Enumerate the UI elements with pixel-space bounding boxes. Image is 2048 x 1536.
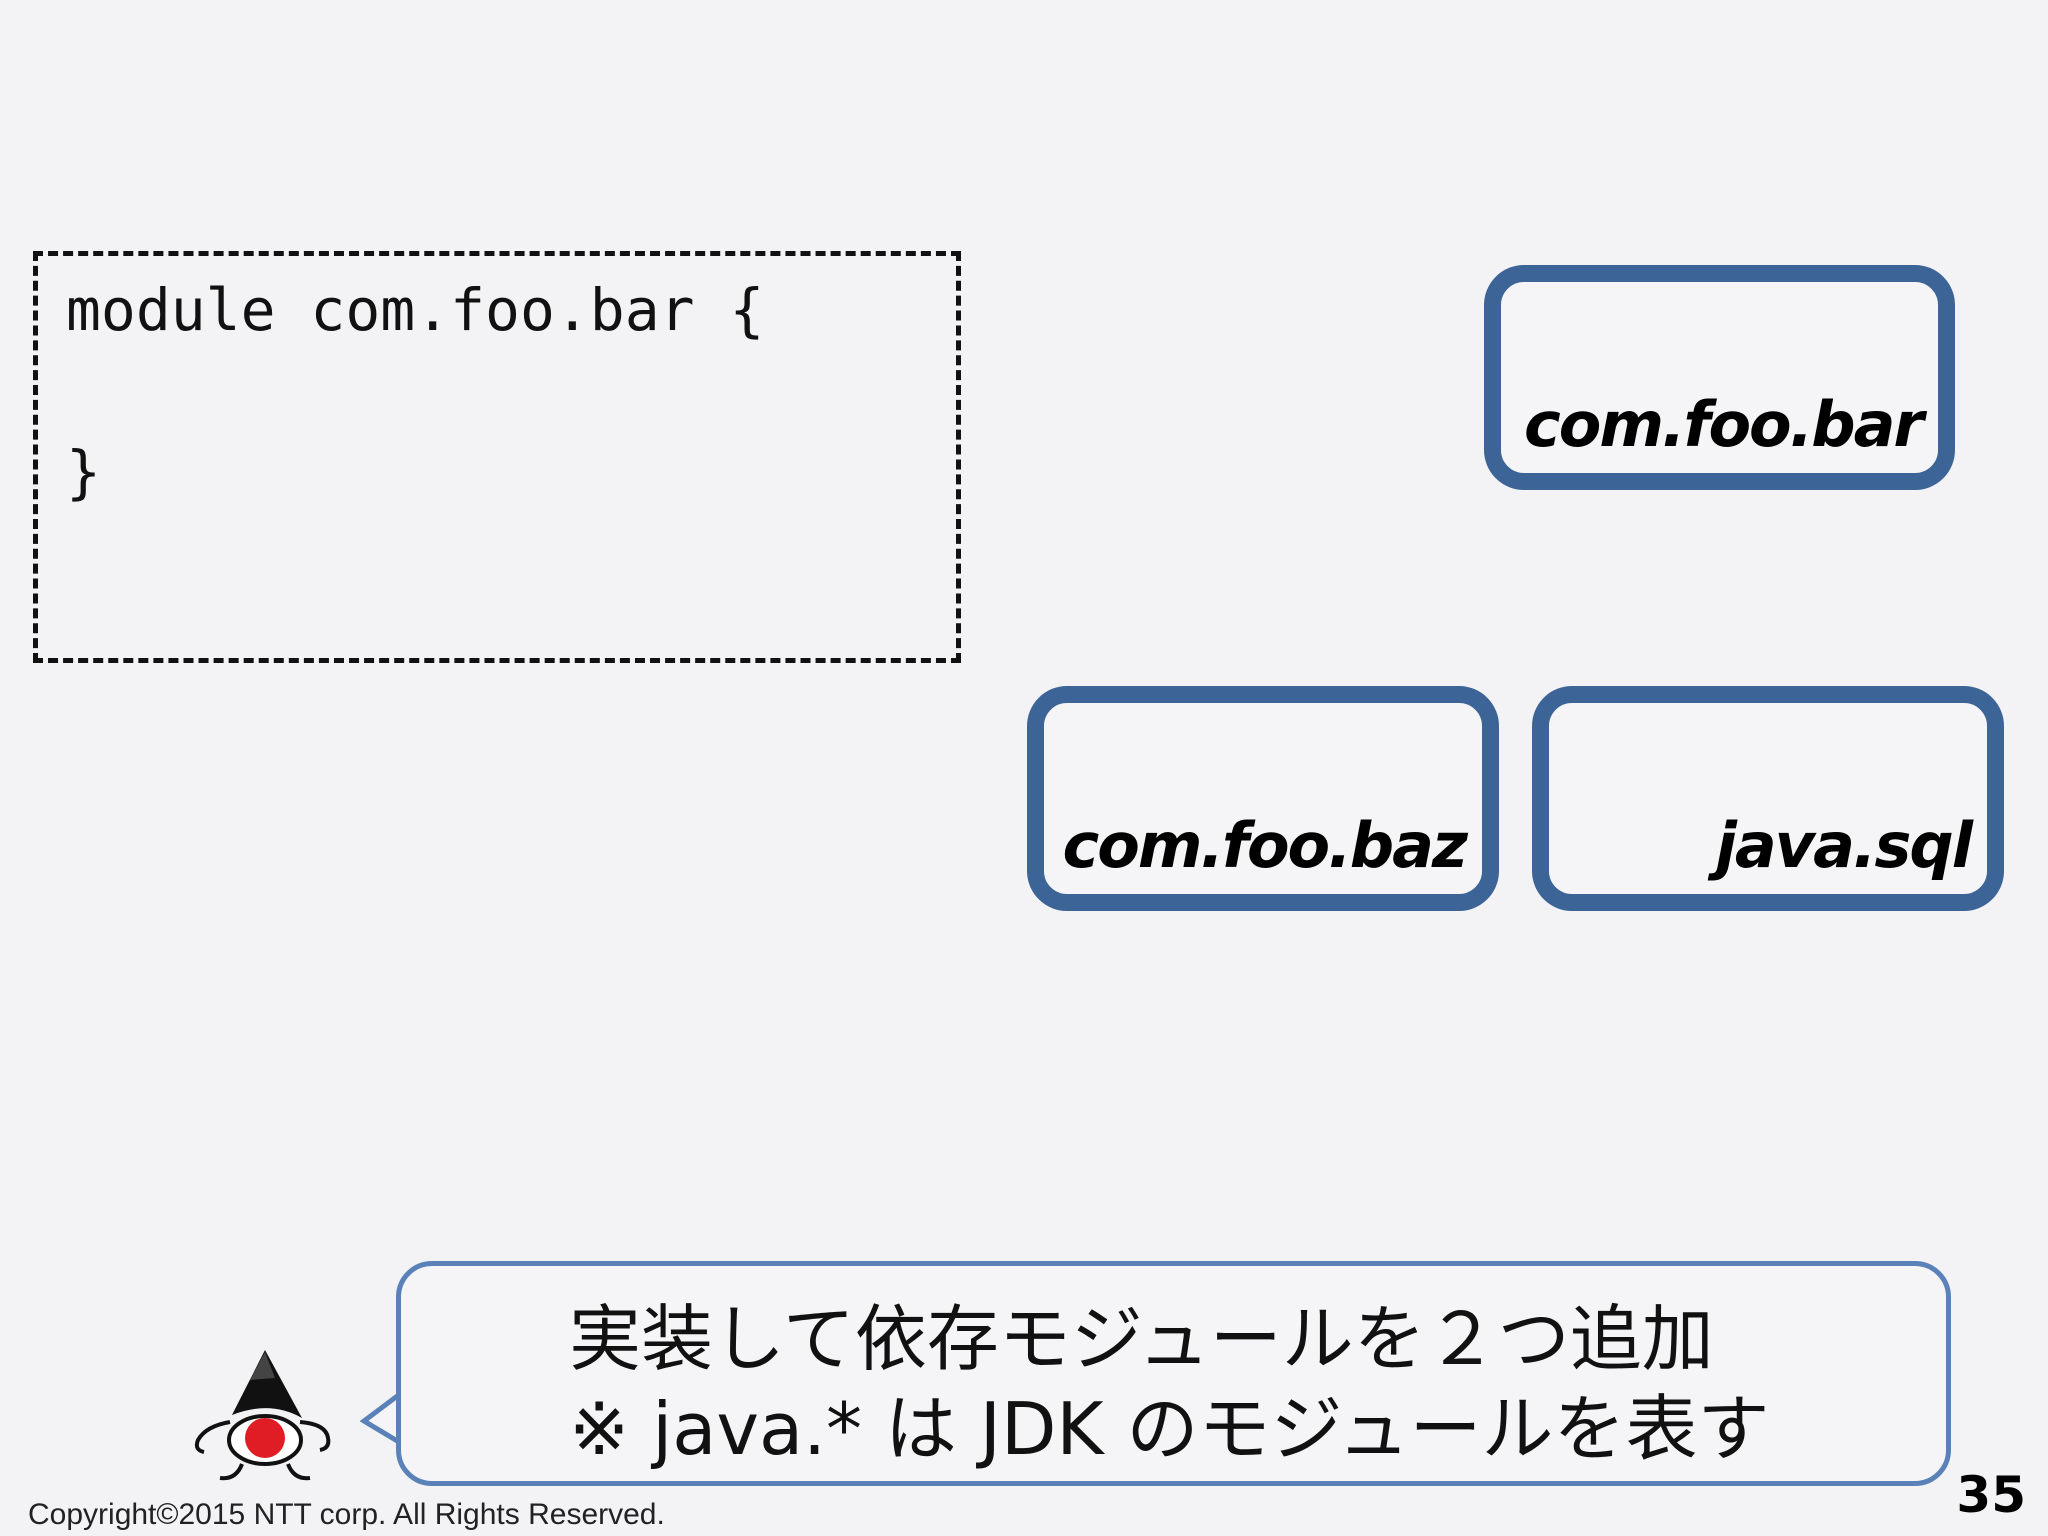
duke-mascot-icon	[194, 1350, 331, 1481]
module-box-com-foo-baz: com.foo.baz	[1027, 686, 1499, 911]
module-label-com-foo-baz: com.foo.baz	[1062, 809, 1468, 882]
callout-line-1: 実装して依存モジュールを２つ追加	[569, 1297, 1714, 1381]
module-box-java-sql: java.sql	[1532, 686, 2004, 911]
module-box-com-foo-bar: com.foo.bar	[1484, 265, 1955, 490]
callout-tail	[360, 1389, 406, 1447]
copyright-notice: Copyright©2015 NTT corp. All Rights Rese…	[28, 1498, 665, 1531]
module-label-com-foo-bar: com.foo.bar	[1523, 388, 1924, 461]
module-declaration-box: module com.foo.bar { }	[33, 251, 961, 663]
page-number: 35	[1956, 1466, 2026, 1524]
module-label-java-sql: java.sql	[1715, 809, 1973, 882]
callout-line-2: ※ java.* は JDK のモジュールを表す	[569, 1387, 1770, 1471]
code-open-line: module com.foo.bar {	[66, 276, 765, 344]
callout-text: 実装して依存モジュールを２つ追加 ※ java.* は JDK のモジュールを表…	[569, 1294, 1769, 1474]
code-close-line: }	[66, 438, 101, 506]
callout-bubble: 実装して依存モジュールを２つ追加 ※ java.* は JDK のモジュールを表…	[396, 1261, 1951, 1486]
